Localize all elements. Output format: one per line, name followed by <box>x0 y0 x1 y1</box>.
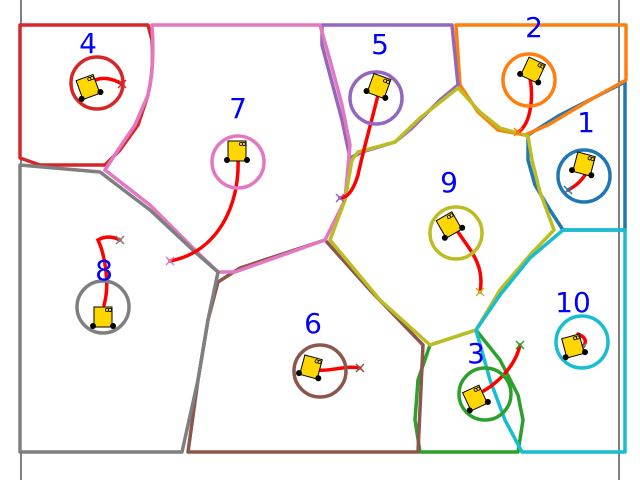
goal-markers <box>115 79 587 373</box>
robot-label-3: 3 <box>467 337 485 370</box>
robots <box>75 56 596 414</box>
voronoi-cell-7 <box>103 23 352 274</box>
robot-ring-10 <box>554 314 610 370</box>
robot-icon-5 <box>363 72 392 101</box>
robot-icon-3 <box>461 384 491 414</box>
trajectories <box>90 76 590 395</box>
robot-labels: 1 2 3 4 5 6 7 8 9 10 <box>79 11 595 370</box>
robot-label-10: 10 <box>555 286 591 319</box>
robot-ring-3 <box>457 366 513 422</box>
robot-icon-4 <box>75 73 104 102</box>
voronoi-cell-3 <box>413 328 525 454</box>
robot-label-8: 8 <box>95 254 113 287</box>
goal-cross-icon-7 <box>165 256 175 266</box>
robot-label-4: 4 <box>79 27 97 60</box>
robot-icon-2 <box>517 56 547 86</box>
trajectory-9 <box>456 230 483 294</box>
robot-circles <box>69 52 612 422</box>
robot-ring-4 <box>69 55 125 111</box>
robot-label-9: 9 <box>440 166 458 199</box>
goal-cross-icon-9 <box>475 287 485 297</box>
robot-ring-2 <box>501 52 557 108</box>
robot-label-6: 6 <box>304 307 322 340</box>
trajectory-6 <box>314 365 362 373</box>
robot-ring-9 <box>428 205 484 261</box>
robot-ring-8 <box>75 279 131 335</box>
robot-label-5: 5 <box>371 28 389 61</box>
voronoi-cells <box>18 23 628 454</box>
robot-ring-5 <box>348 70 404 126</box>
goal-cross-icon-3 <box>515 340 525 350</box>
robot-ring-7 <box>210 134 266 190</box>
goal-cross-icon-6 <box>355 363 365 373</box>
robot-label-1: 1 <box>577 106 595 139</box>
voronoi-cell-8 <box>18 163 220 454</box>
trajectory-7 <box>168 156 240 263</box>
robot-ring-1 <box>556 148 612 204</box>
robot-label-7: 7 <box>229 92 247 125</box>
robot-icon-9 <box>435 211 466 241</box>
robot-ring-6 <box>292 343 348 399</box>
robot-icon-7 <box>224 140 250 163</box>
robot-icon-6 <box>296 354 323 382</box>
voronoi-cell-9 <box>328 86 556 347</box>
trajectory-8 <box>95 235 122 307</box>
goal-cross-icon-8 <box>115 235 125 245</box>
robot-icon-10 <box>561 333 588 361</box>
voronoi-cell-10 <box>474 228 627 454</box>
goal-cross-icon-2 <box>513 127 523 137</box>
goal-cross-icon-5 <box>335 193 345 203</box>
robot-icon-1 <box>569 151 596 179</box>
robot-label-2: 2 <box>525 11 543 44</box>
robot-icon-8 <box>90 306 116 329</box>
trajectory-5 <box>338 93 380 200</box>
voronoi-cell-5 <box>320 23 460 160</box>
